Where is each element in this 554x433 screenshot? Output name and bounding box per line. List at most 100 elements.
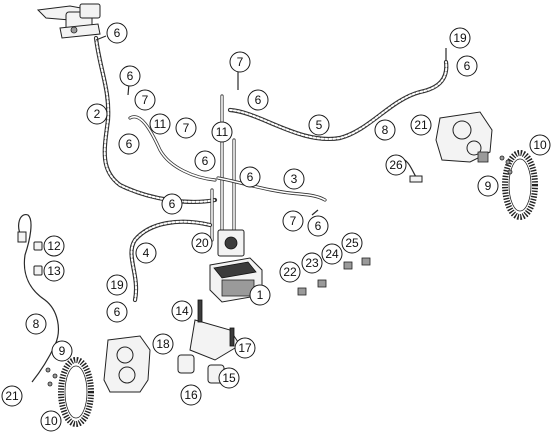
- callout-16: 16: [180, 384, 202, 406]
- callout-7-d: 7: [282, 210, 304, 232]
- callout-label: 19: [453, 31, 467, 45]
- callout-6-j: 6: [456, 55, 478, 77]
- callout-label: 7: [183, 121, 190, 135]
- front-brake-master-cylinder: [36, 3, 101, 39]
- callout-15: 15: [218, 367, 240, 389]
- callout-6-f: 6: [239, 166, 261, 188]
- callout-25: 25: [341, 232, 363, 254]
- callout-5: 5: [308, 114, 330, 136]
- callout-9-b: 9: [51, 340, 73, 362]
- callout-24: 24: [321, 243, 343, 265]
- callout-label: 14: [175, 304, 189, 318]
- callout-label: 6: [114, 26, 121, 40]
- callout-9-a: 9: [477, 175, 499, 197]
- callout-10-b: 10: [40, 410, 62, 432]
- callout-label: 2: [94, 107, 101, 121]
- callout-7-a: 7: [134, 89, 156, 111]
- callout-label: 6: [126, 137, 133, 151]
- callout-7-b: 7: [175, 117, 197, 139]
- callout-2: 2: [86, 103, 108, 125]
- callout-6-i: 6: [106, 301, 128, 323]
- brake-pipe-upper: [128, 115, 217, 182]
- callout-label: 7: [142, 93, 149, 107]
- callout-label: 25: [345, 236, 359, 250]
- callout-21-a: 21: [410, 114, 432, 136]
- callout-label: 7: [290, 214, 297, 228]
- callout-label: 8: [382, 123, 389, 137]
- callout-label: 21: [414, 118, 428, 132]
- small-parts-22-25: [297, 257, 371, 296]
- rear-sensor-ring: [499, 150, 538, 220]
- callout-18: 18: [152, 333, 174, 355]
- abs-vertical-pipes: [210, 94, 236, 242]
- callout-label: 6: [169, 197, 176, 211]
- callout-label: 13: [47, 264, 61, 278]
- callout-6-h: 6: [307, 215, 329, 237]
- callout-label: 11: [216, 125, 229, 139]
- callout-label: 24: [325, 247, 339, 261]
- callout-label: 20: [195, 236, 209, 250]
- callout-label: 6: [202, 154, 209, 168]
- rear-brake-line-5: [227, 59, 449, 142]
- callout-20: 20: [191, 232, 213, 254]
- callout-label: 6: [464, 59, 471, 73]
- callout-17: 17: [234, 337, 256, 359]
- callout-label: 6: [247, 170, 254, 184]
- callout-label: 9: [485, 179, 492, 193]
- front-brake-caliper: [103, 335, 151, 393]
- callout-label: 19: [110, 278, 124, 292]
- callout-label: 10: [44, 414, 58, 428]
- callout-label: 18: [156, 337, 170, 351]
- callout-6-e: 6: [247, 89, 269, 111]
- callout-6-d: 6: [194, 150, 216, 172]
- front-brake-line-4: [129, 219, 213, 303]
- callout-19-a: 19: [449, 27, 471, 49]
- callout-11-b: 11: [211, 121, 233, 143]
- callout-label: 23: [305, 256, 319, 270]
- front-sensor-ring: [45, 357, 94, 427]
- callout-4: 4: [135, 242, 157, 264]
- callout-21-b: 21: [1, 385, 23, 407]
- callout-label: 9: [59, 344, 66, 358]
- callout-label: 8: [33, 317, 40, 331]
- callout-8-b: 8: [25, 313, 47, 335]
- callout-label: 6: [255, 93, 262, 107]
- callout-label: 4: [143, 246, 150, 260]
- callout-6-a: 6: [106, 22, 128, 44]
- callout-label: 15: [222, 371, 236, 385]
- callout-1: 1: [249, 284, 271, 306]
- small-parts-12-13: [33, 241, 43, 276]
- callout-3: 3: [283, 168, 305, 190]
- callout-label: 11: [154, 117, 167, 131]
- callout-23: 23: [301, 252, 323, 274]
- callout-6-c: 6: [118, 133, 140, 155]
- callout-6-b: 6: [119, 65, 141, 87]
- callout-label: 1: [257, 288, 264, 302]
- callout-label: 7: [237, 55, 244, 69]
- callout-26: 26: [385, 154, 407, 176]
- callout-label: 26: [389, 158, 403, 172]
- brake-line-3: [216, 176, 327, 202]
- callout-label: 21: [5, 389, 19, 403]
- callout-7-c: 7: [229, 51, 251, 73]
- callout-label: 17: [238, 341, 252, 355]
- callout-12: 12: [43, 235, 65, 257]
- callout-label: 6: [315, 219, 322, 233]
- callout-label: 12: [47, 239, 61, 253]
- callout-label: 5: [316, 118, 323, 132]
- callout-label: 6: [114, 305, 121, 319]
- callout-19-b: 19: [106, 274, 128, 296]
- callout-6-g: 6: [161, 193, 183, 215]
- callout-22: 22: [279, 261, 301, 283]
- callout-11-a: 11: [149, 113, 171, 135]
- abs-control-unit: [209, 229, 263, 303]
- callout-label: 16: [184, 388, 198, 402]
- callout-label: 6: [127, 69, 134, 83]
- callout-14: 14: [171, 300, 193, 322]
- callout-10-a: 10: [529, 134, 551, 156]
- callout-label: 3: [291, 172, 298, 186]
- callout-13: 13: [43, 260, 65, 282]
- callout-8-a: 8: [374, 119, 396, 141]
- rear-brake-caliper: [435, 111, 493, 163]
